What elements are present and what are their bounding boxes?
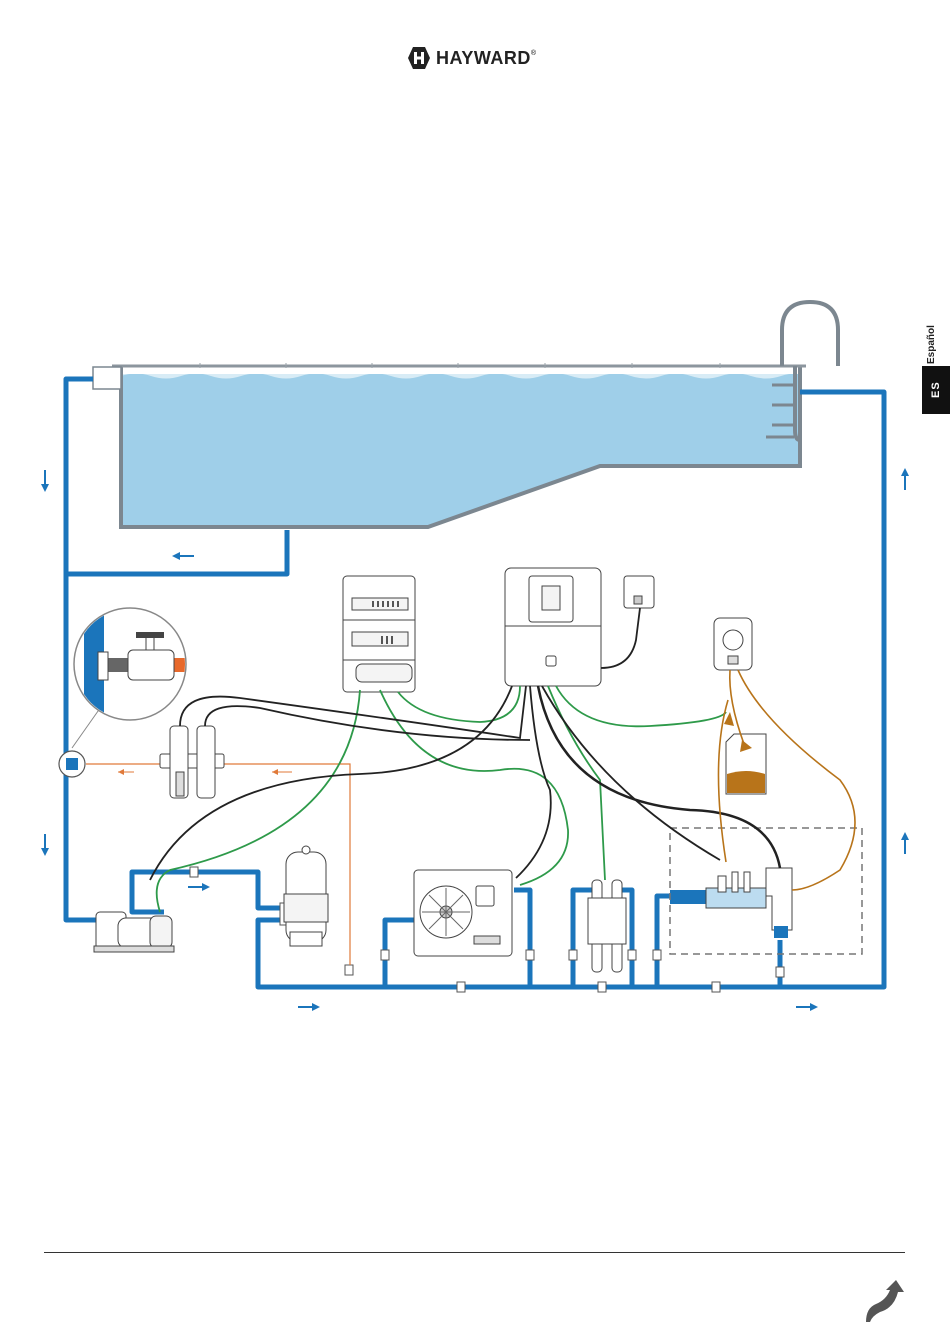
chlorinator-loop <box>657 896 710 987</box>
uv-reactor <box>588 880 626 972</box>
pool <box>93 302 838 527</box>
pump-to-filter-pipe <box>132 872 282 912</box>
acid-tank <box>726 734 766 794</box>
electrolysis-cell <box>670 890 710 904</box>
main-controller <box>505 568 601 686</box>
dosing-pump <box>714 618 752 670</box>
flow-sensor-box <box>624 576 654 608</box>
sand-filter <box>284 846 328 946</box>
electrical-panel <box>343 576 415 692</box>
probe-holder <box>160 726 224 798</box>
circulation-pump <box>94 912 174 952</box>
skimmer <box>93 367 121 389</box>
heat-pump <box>414 870 512 956</box>
footer-divider <box>44 1252 905 1253</box>
pool-ladder <box>782 302 838 366</box>
page-turn-arrow-icon[interactable] <box>860 1278 906 1324</box>
cables <box>150 608 780 912</box>
installation-diagram <box>0 0 950 1100</box>
pool-water <box>121 374 800 527</box>
